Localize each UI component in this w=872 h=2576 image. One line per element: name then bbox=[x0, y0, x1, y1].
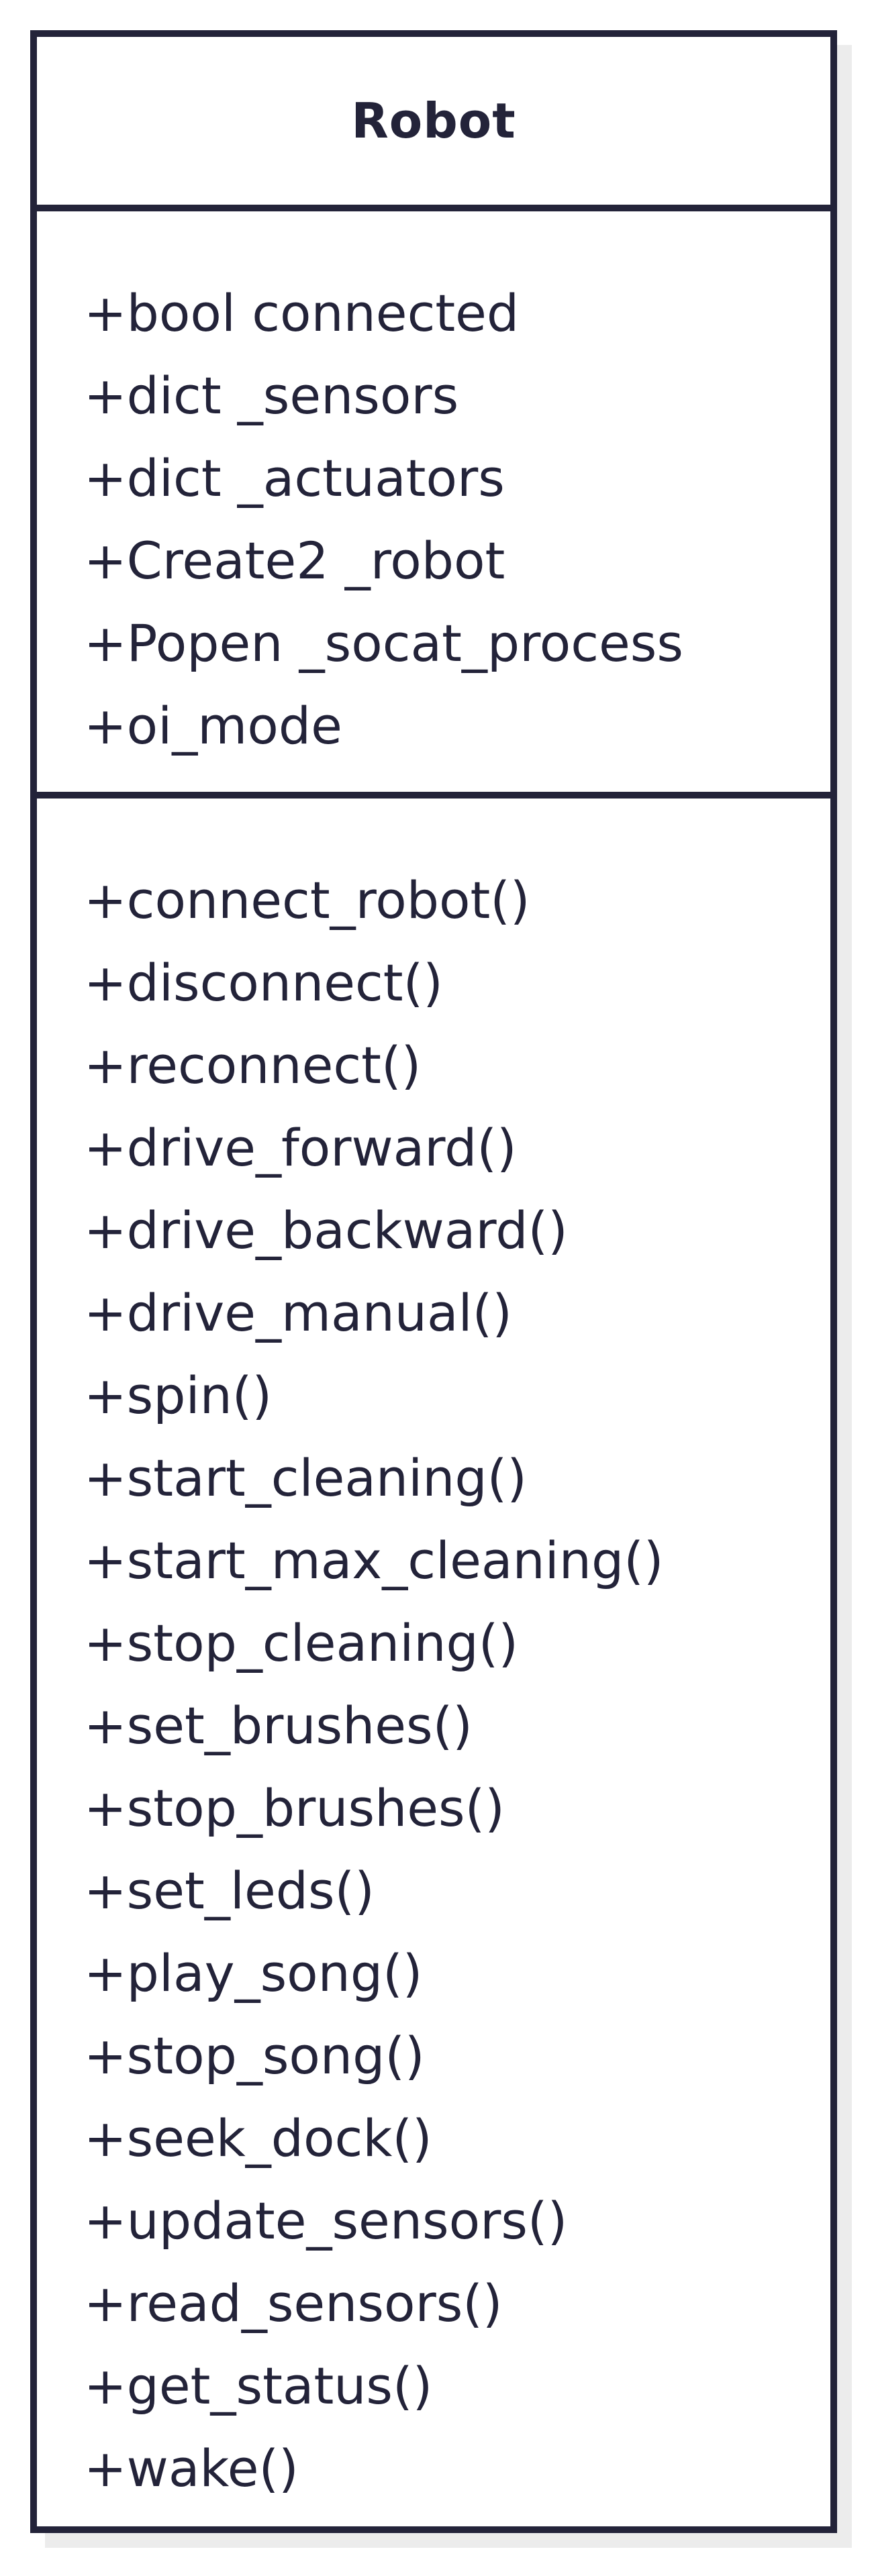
method-play-song: +play_song() bbox=[84, 1943, 423, 2003]
method-stop-song: +stop_song() bbox=[84, 2026, 425, 2085]
class-name: Robot bbox=[351, 93, 516, 149]
uml-class-box: Robot +bool connected +dict _sensors +di… bbox=[30, 30, 837, 2533]
method-drive-forward: +drive_forward() bbox=[84, 1118, 517, 1178]
methods-compartment: +connect_robot() +disconnect() +reconnec… bbox=[37, 798, 830, 2526]
attributes-compartment: +bool connected +dict _sensors +dict _ac… bbox=[37, 211, 830, 798]
method-stop-cleaning: +stop_cleaning() bbox=[84, 1613, 519, 1673]
method-set-leds: +set_leds() bbox=[84, 1861, 375, 1920]
method-stop-brushes: +stop_brushes() bbox=[84, 1778, 505, 1838]
method-spin: +spin() bbox=[84, 1366, 273, 1425]
method-update-sensors: +update_sensors() bbox=[84, 2191, 568, 2251]
method-drive-backward: +drive_backward() bbox=[84, 1200, 568, 1260]
method-start-max-cleaning: +start_max_cleaning() bbox=[84, 1531, 664, 1590]
method-connect-robot: +connect_robot() bbox=[84, 870, 530, 930]
attribute-actuators: +dict _actuators bbox=[84, 448, 505, 508]
attribute-socat-process: +Popen _socat_process bbox=[84, 613, 683, 673]
method-start-cleaning: +start_cleaning() bbox=[84, 1448, 527, 1508]
attribute-sensors: +dict _sensors bbox=[84, 366, 459, 425]
method-seek-dock: +seek_dock() bbox=[84, 2108, 432, 2168]
class-header: Robot bbox=[37, 37, 830, 211]
method-wake: +wake() bbox=[84, 2438, 299, 2498]
attribute-robot: +Create2 _robot bbox=[84, 531, 505, 590]
attribute-oi-mode: +oi_mode bbox=[84, 696, 342, 756]
method-drive-manual: +drive_manual() bbox=[84, 1283, 512, 1343]
method-get-status: +get_status() bbox=[84, 2356, 433, 2416]
method-read-sensors: +read_sensors() bbox=[84, 2273, 503, 2333]
method-disconnect: +disconnect() bbox=[84, 953, 443, 1013]
method-reconnect: +reconnect() bbox=[84, 1035, 422, 1095]
attribute-connected: +bool connected bbox=[84, 283, 520, 343]
method-set-brushes: +set_brushes() bbox=[84, 1696, 473, 1755]
